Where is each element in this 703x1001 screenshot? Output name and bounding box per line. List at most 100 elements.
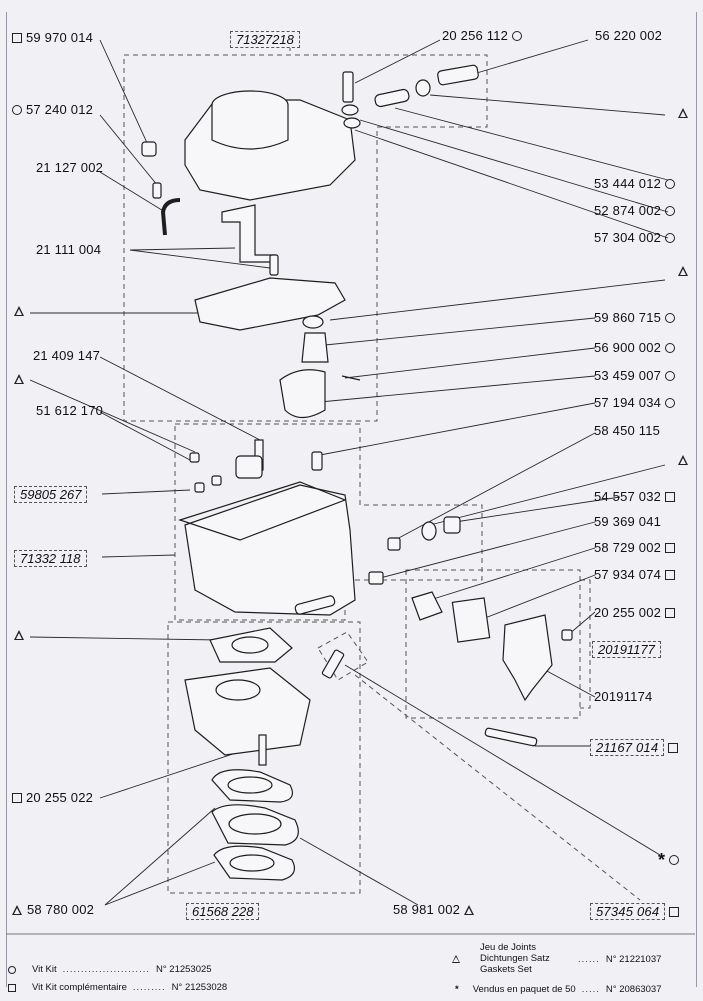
callout-p58729002: 58 729 002	[594, 541, 676, 555]
callout-a21167014: 21167 014	[590, 739, 679, 756]
circle-symbol-icon	[665, 343, 676, 353]
part-number: 53 444 012	[594, 176, 662, 191]
leader-p20256112	[354, 39, 441, 84]
throttle-bore	[215, 679, 261, 701]
float	[279, 369, 326, 419]
callout-p58450115: 58 450 115	[594, 424, 660, 438]
leader-p58780002-a	[104, 807, 216, 906]
square-symbol-icon	[12, 793, 22, 803]
leader-a71332118	[101, 554, 176, 558]
legend-label: Vendus en paquet de 50	[472, 984, 576, 995]
leader-a59805267	[101, 489, 191, 495]
washer-b	[343, 117, 361, 129]
top-screw	[342, 71, 354, 103]
triangle-symbol-icon	[464, 905, 475, 915]
rod-21167014	[484, 727, 538, 747]
leader-p57304002	[354, 129, 669, 239]
callout-tri-mid	[678, 455, 689, 465]
leader-p54557032	[454, 496, 621, 523]
square-symbol-icon	[665, 608, 676, 618]
callout-p52874002: 52 874 002	[594, 203, 676, 218]
square-symbol-icon	[8, 983, 16, 992]
callout-p58981002: 58 981 002	[393, 903, 475, 917]
part-number: 21 409 147	[33, 348, 101, 363]
gasket-line-en: Gaskets Set	[480, 964, 532, 975]
triangle-symbol-icon	[14, 630, 25, 640]
leader-p59970014	[99, 39, 149, 146]
plug-59970014	[141, 141, 157, 157]
stud-20255022	[258, 734, 267, 766]
leader-tri-mid	[429, 464, 666, 526]
callout-p57194034: 57 194 034	[594, 396, 676, 410]
callout-p56220002: 56 220 002	[595, 29, 662, 43]
legend-number: N° 21221037	[605, 954, 662, 965]
part-number: 56 220 002	[595, 28, 663, 43]
part-number: 20191174	[594, 689, 653, 704]
callout-p20256112: 20 256 112	[442, 29, 523, 43]
group-box-main-body	[174, 423, 483, 621]
part-number: 52 874 002	[594, 203, 662, 218]
legend-vit-kit-comp: Vit Kit complémentaire ......... N° 2125…	[8, 982, 227, 993]
top-washer	[415, 79, 431, 97]
circle-symbol-icon	[512, 31, 523, 41]
mixture-screw	[294, 595, 336, 615]
air-horn-wall	[211, 105, 289, 150]
circle-symbol-icon	[665, 233, 676, 243]
leader-star	[344, 664, 661, 856]
filter-spring	[374, 88, 410, 108]
part-number: 58 450 115	[594, 423, 661, 438]
leader-p58981002	[299, 837, 419, 906]
part-number: 21 111 004	[36, 242, 102, 257]
legend-number: N° 21253025	[156, 964, 212, 975]
callout-p56900002: 56 900 002	[594, 340, 676, 355]
part-number: 59 369 041	[594, 514, 662, 529]
callout-p53459007: 53 459 007	[594, 369, 676, 383]
callout-p58780002: 58 780 002	[12, 903, 94, 917]
leader-tri-right	[329, 279, 666, 321]
callout-tri-1	[14, 306, 25, 316]
circle-symbol-icon	[665, 398, 676, 408]
legend-vit-kit: Vit Kit ........................ N° 2125…	[8, 964, 212, 975]
part-number: 58 780 002	[27, 902, 95, 917]
group-box-diaphragm	[405, 569, 581, 719]
part-number: 56 900 002	[594, 340, 662, 355]
circle-symbol-icon	[669, 855, 680, 865]
callout-p20255002: 20 255 002	[594, 605, 676, 620]
part-number: 20 255 002	[594, 605, 662, 620]
part-number: 57 240 012	[26, 102, 94, 117]
circle-symbol-icon	[665, 313, 676, 323]
leader-dots: .........	[132, 982, 166, 993]
group-box-pump-cover	[580, 579, 591, 709]
spacer-hole	[228, 813, 282, 835]
leader-p53444012	[394, 107, 669, 181]
part-number: 21 127 002	[36, 160, 104, 175]
triangle-symbol-icon	[678, 266, 689, 276]
screw-58729002	[368, 571, 384, 585]
callout-p57304002: 57 304 002	[594, 230, 676, 245]
leader-lines	[29, 39, 669, 906]
callout-p21127002: 21 127 002	[36, 161, 103, 175]
legend-label: Vit Kit complémentaire	[32, 982, 127, 993]
legend-number: N° 20863037	[605, 984, 662, 995]
assembly-number: 21167 014	[590, 739, 665, 756]
leader-p21111004-a	[129, 247, 236, 251]
washer-a	[341, 104, 359, 116]
page-frame	[6, 12, 697, 987]
part-number: 57 304 002	[594, 230, 662, 245]
callout-p53444012: 53 444 012	[594, 176, 676, 191]
callout-p57240012: 57 240 012	[12, 103, 93, 117]
leader-p59369041	[379, 521, 596, 579]
circle-symbol-icon	[8, 965, 16, 974]
leader-p52874002	[359, 119, 669, 213]
leader-p21127002	[99, 171, 166, 213]
part-number: 57 934 074	[594, 567, 662, 582]
main-body-gasket	[178, 481, 347, 541]
gasket-line-fr: Jeu de Joints	[480, 942, 536, 953]
gasket-b-hole	[229, 854, 275, 872]
assembly-a20191177: 20191177	[592, 641, 661, 658]
diaphragm-boot	[411, 591, 443, 621]
leader-dots: .....	[581, 984, 600, 995]
carburetor-exploded-view	[29, 39, 669, 906]
callout-p59860715: 59 860 715	[594, 311, 676, 325]
